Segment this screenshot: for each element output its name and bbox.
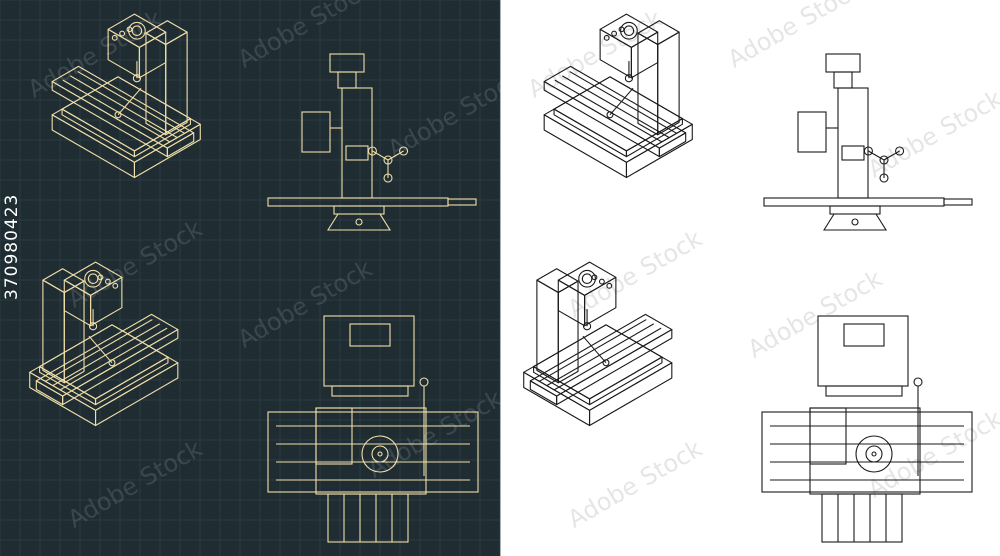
top-view-dark bbox=[267, 315, 479, 543]
iso-rear-light bbox=[523, 261, 673, 427]
side-view-dark bbox=[267, 53, 477, 231]
stock-id-label: 370980423 bbox=[2, 193, 22, 300]
top-view-light bbox=[761, 315, 973, 543]
side-view-light bbox=[763, 53, 973, 231]
grid-lines bbox=[0, 0, 501, 556]
iso-front-dark bbox=[51, 13, 201, 179]
dark-panel bbox=[0, 0, 500, 556]
iso-front-light bbox=[543, 13, 693, 179]
iso-rear-dark bbox=[29, 261, 179, 427]
